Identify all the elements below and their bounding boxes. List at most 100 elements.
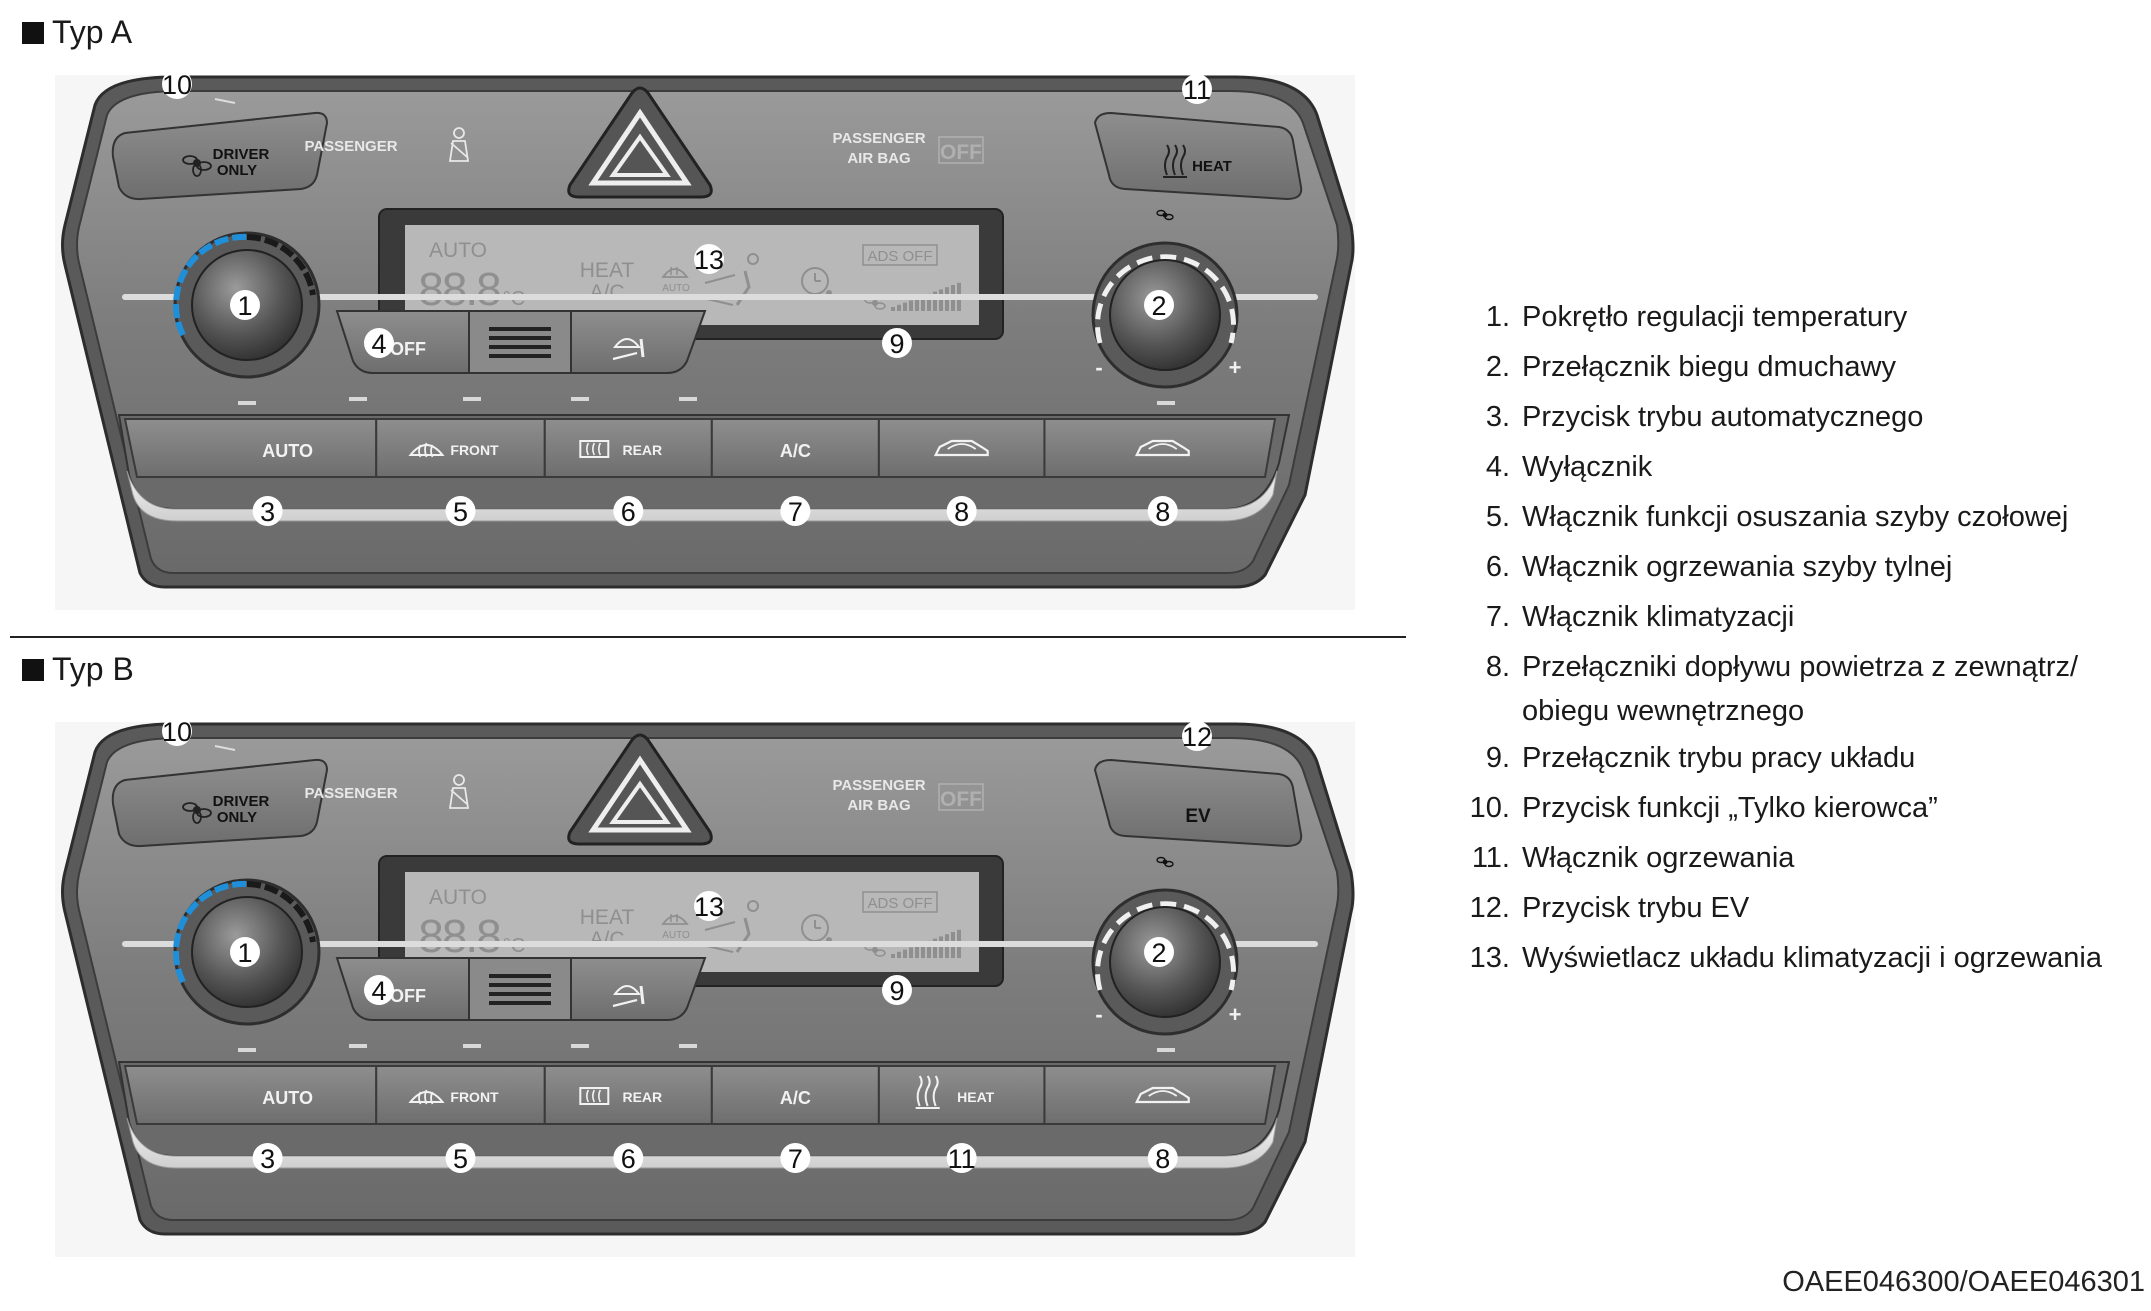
display-ac: A/C — [589, 928, 624, 951]
vent-slats — [489, 327, 551, 358]
legend-item: 1.Pokrętło regulacji temperatury — [1450, 292, 2140, 342]
front-defrost-button-label: FRONT — [450, 442, 499, 458]
legend-text: Włącznik klimatyzacji — [1522, 601, 1795, 633]
legend-text: Pokrętło regulacji temperatury — [1522, 301, 1908, 333]
legend-number: 3. — [1485, 401, 1510, 433]
callout-bottom-2: 6 — [613, 496, 644, 527]
display-temp: 88.8 — [418, 910, 500, 962]
seat-belt-icon — [448, 127, 470, 162]
callout-bottom-0-number: 3 — [260, 1144, 275, 1174]
climate-panel-type-a: DRIVER ONLY PASSENGER PASSENGER AIR BAG … — [55, 69, 1355, 620]
led-dots — [238, 1044, 1175, 1052]
callout-bottom-3: 7 — [780, 496, 811, 527]
front-defrost-icon — [408, 442, 445, 458]
type-a-header: Typ A — [22, 14, 132, 51]
rear-defrost-button-label: REAR — [622, 1089, 662, 1105]
callout-mode-button-number: 9 — [889, 976, 904, 1006]
type-b-header: Typ B — [22, 651, 134, 688]
callout-temperature-knob: 1 — [230, 290, 260, 321]
callout-fan-knob: 2 — [1144, 937, 1174, 968]
legend-text: Przełącznik trybu pracy układu — [1522, 742, 1916, 774]
callout-bottom-2-number: 6 — [621, 1144, 636, 1174]
display-small-auto: AUTO — [662, 283, 690, 294]
air-intake-car-icon — [933, 439, 989, 457]
square-bullet-icon — [22, 658, 44, 681]
callout-off-button-number: 4 — [371, 976, 386, 1006]
callout-bottom-5: 8 — [1147, 496, 1178, 527]
fan-small-icon — [1156, 856, 1174, 868]
passenger-label: PASSENGER — [304, 785, 397, 802]
fan-icon — [182, 802, 212, 824]
ads-off-frame — [862, 244, 938, 266]
legend-item: 8.Przełączniki dopływu powietrza z zewną… — [1450, 642, 2140, 733]
callout-display-number: 13 — [694, 892, 724, 922]
callout-display: 13 — [694, 891, 724, 922]
airbag-label-2: AIR BAG — [847, 797, 910, 814]
callout-mode-button-number: 9 — [889, 329, 904, 359]
off-button[interactable] — [335, 310, 470, 374]
indicator-led — [214, 98, 236, 104]
legend-text: Przycisk trybu EV — [1522, 892, 1750, 924]
hazard-button[interactable] — [567, 733, 713, 846]
image-code: OAEE046300/OAEE046301 — [1782, 1266, 2145, 1298]
mode-seat-icon — [612, 338, 645, 361]
callout-bottom-0: 3 — [252, 496, 283, 527]
legend-text: Wyświetlacz układu klimatyzacji i ogrzew… — [1522, 942, 2102, 974]
display-ac: A/C — [589, 281, 624, 304]
callout-bottom-1-number: 5 — [453, 497, 468, 527]
panel-drawing: DRIVER ONLY PASSENGER PASSENGER AIR BAG … — [55, 69, 1355, 610]
right-top-button[interactable] — [1093, 758, 1303, 848]
driver-only-button[interactable] — [111, 758, 329, 848]
airbag-off-frame — [938, 136, 984, 164]
driver-only-button[interactable] — [111, 111, 329, 201]
callout-off-button: 4 — [364, 328, 394, 359]
auto-button[interactable] — [123, 418, 378, 478]
hazard-inner-triangle-icon — [609, 133, 671, 177]
airbag-off-label: OFF — [940, 788, 982, 811]
callout-off-button-number: 4 — [371, 329, 386, 359]
off-label: OFF — [390, 986, 426, 1006]
legend-number: 13. — [1469, 942, 1510, 974]
display-auto: AUTO — [429, 886, 487, 909]
air-intake-car-icon — [1134, 439, 1190, 457]
callout-bottom-3-number: 7 — [788, 497, 803, 527]
ac-button-label: A/C — [780, 441, 811, 461]
right-top-label: EV — [1185, 806, 1211, 827]
callout-bottom-1: 5 — [445, 1143, 476, 1174]
mode-button[interactable] — [570, 957, 707, 1021]
center-vent — [468, 957, 572, 1021]
off-button[interactable] — [335, 957, 470, 1021]
hazard-button[interactable] — [567, 86, 713, 199]
recirculation-button[interactable] — [1043, 1065, 1277, 1125]
mode-button[interactable] — [570, 310, 707, 374]
legend-number: 11. — [1471, 842, 1510, 874]
type-b-title: Typ B — [52, 651, 134, 687]
callout-right-top-number: 12 — [1182, 722, 1212, 752]
legend-number: 9. — [1485, 742, 1510, 774]
climate-panel-type-b: DRIVER ONLY PASSENGER PASSENGER AIR BAG … — [55, 716, 1355, 1267]
callout-right-top-number: 11 — [1183, 75, 1211, 105]
legend-item: 12.Przycisk trybu EV — [1450, 883, 2140, 933]
auto-button[interactable] — [123, 1065, 378, 1125]
right-top-button[interactable] — [1093, 111, 1303, 201]
legend-text: Przycisk trybu automatycznego — [1522, 401, 1924, 433]
rear-defrost-button-label: REAR — [622, 442, 662, 458]
indicator-led — [214, 745, 236, 751]
display-heat: HEAT — [580, 259, 635, 282]
callout-bottom-4: 11 — [946, 1143, 977, 1174]
recirculation-button[interactable] — [1043, 418, 1277, 478]
legend-text: Przycisk funkcji „Tylko kierowca” — [1522, 792, 1938, 824]
legend-item: 13. Wyświetlacz układu klimatyzacji i ogr… — [1450, 933, 2140, 983]
defrost-display-icon — [661, 914, 689, 925]
sixth-button-label: HEAT — [957, 1089, 995, 1105]
callout-driver-only: 10 — [162, 69, 192, 100]
legend-number: 4. — [1485, 451, 1510, 483]
display-auto: AUTO — [429, 239, 487, 262]
callout-fan-knob-number: 2 — [1151, 938, 1166, 968]
callout-temperature-knob: 1 — [230, 937, 260, 968]
legend-text: Włącznik ogrzewania — [1522, 842, 1795, 874]
sixth-button[interactable] — [877, 418, 1046, 478]
callout-bottom-5-number: 8 — [1155, 497, 1170, 527]
legend-text: Wyłącznik — [1522, 451, 1653, 483]
legend-item: 7.Włącznik klimatyzacji — [1450, 592, 2140, 642]
